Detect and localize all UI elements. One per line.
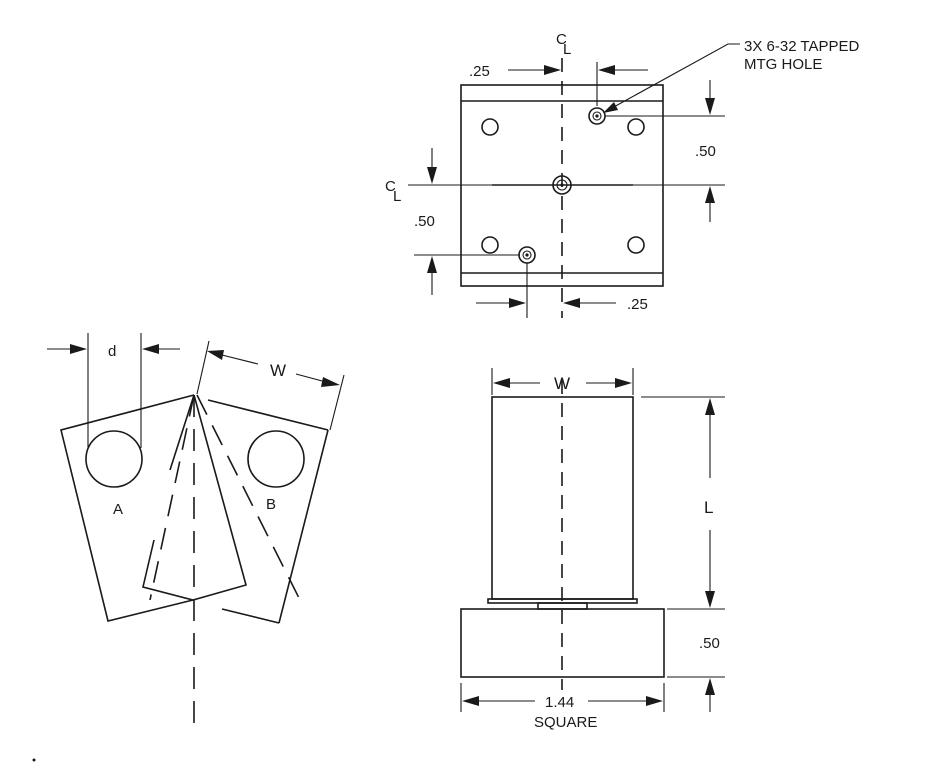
right-plate-bottom-edge [221, 608, 280, 624]
left-plate-outline [60, 394, 195, 622]
plain-hole-tl [481, 118, 499, 136]
label-b: B [266, 496, 276, 513]
side-view: W L .50 1.44 SQUARE [460, 368, 725, 731]
side-view-neck [537, 602, 588, 610]
dim-top-left-value: .25 [469, 63, 490, 80]
dim-bottom-right-value: .25 [627, 296, 648, 313]
hole-b [247, 430, 305, 488]
side-view-base [460, 608, 665, 678]
dim-height-value: .50 [699, 635, 720, 652]
dim-d-value: d [108, 343, 116, 360]
tapped-hole-bottom [518, 246, 536, 264]
centerline-symbol-vertical: C [556, 31, 567, 48]
top-view: C L C L 3X 6-32 TAPPED MTG HOLE .25 .50 … [385, 31, 860, 318]
hole-a [85, 430, 143, 488]
angled-view: A B d W [47, 333, 345, 733]
callout-text-line1: 3X 6-32 TAPPED [744, 38, 860, 55]
dim-width-note: SQUARE [534, 714, 597, 731]
plain-hole-tr [627, 118, 645, 136]
dim-w-angled-value: W [270, 361, 286, 380]
callout-leader [611, 43, 740, 109]
centerline-symbol-horizontal-sub: L [393, 188, 401, 205]
right-plate-right-edge [278, 429, 329, 624]
dim-right-value: .50 [695, 143, 716, 160]
dim-l-value: L [704, 498, 713, 517]
dim-width-value: 1.44 [545, 694, 574, 711]
label-a: A [113, 501, 123, 518]
right-plate-top [207, 399, 329, 431]
centerline-symbol-horizontal: C [385, 178, 396, 195]
plain-hole-br [627, 236, 645, 254]
centerline-symbol-vertical-sub: L [563, 41, 571, 58]
stray-mark [32, 758, 36, 762]
wedge-outline [142, 394, 247, 601]
dim-w-side-value: W [554, 374, 570, 393]
plain-hole-bl [481, 236, 499, 254]
dim-left-value: .50 [414, 213, 435, 230]
callout-text-line2: MTG HOLE [744, 56, 822, 73]
tapped-hole-top [588, 107, 606, 125]
